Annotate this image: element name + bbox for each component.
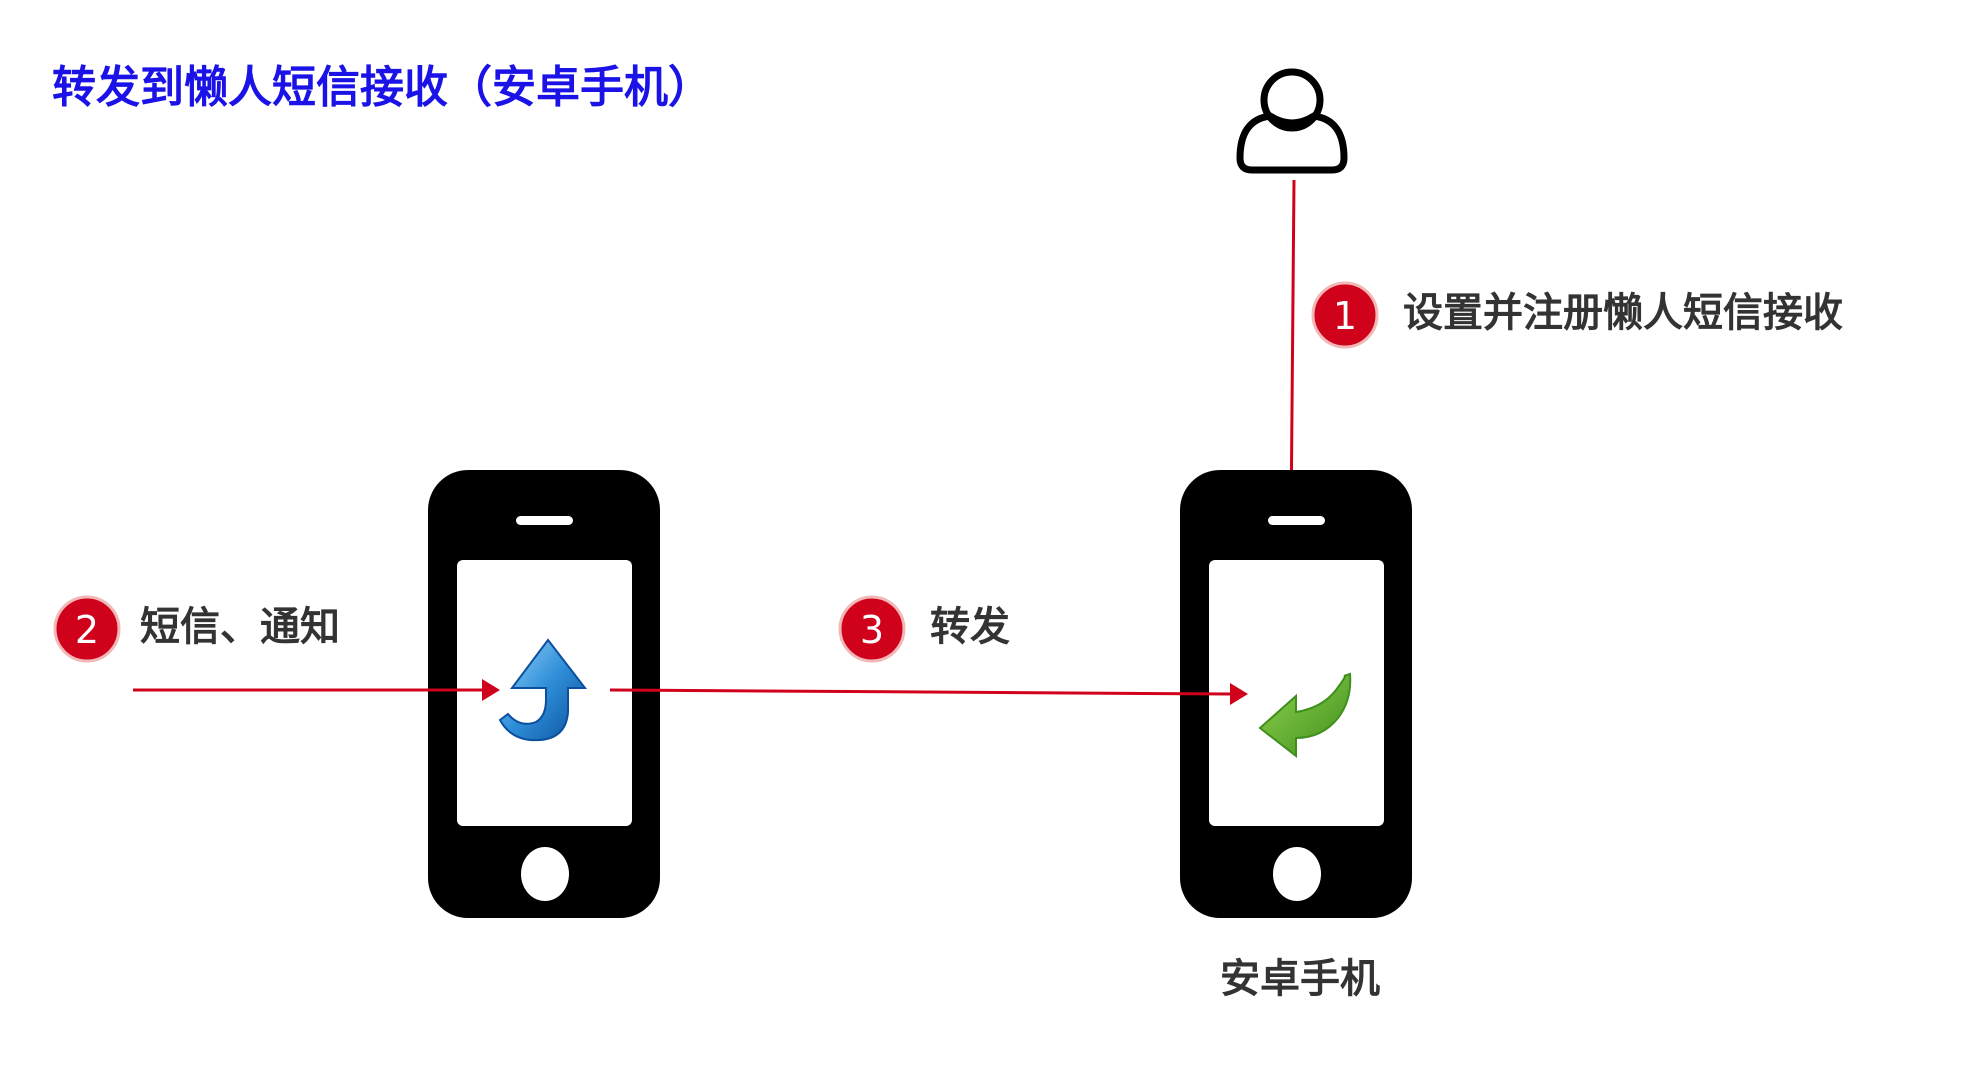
arrow-forward-to-target [609, 683, 1248, 705]
diagram-title: 转发到懒人短信接收（安卓手机） [52, 62, 712, 113]
step-2-number: 2 [75, 608, 99, 652]
step-1-badge: 1 [1311, 281, 1379, 349]
source-phone-icon [428, 470, 660, 918]
step-3-label: 转发 [930, 604, 1010, 650]
target-phone-icon [1180, 470, 1412, 918]
target-phone-label: 安卓手机 [1220, 956, 1380, 1002]
receive-arrow-icon [1258, 672, 1352, 759]
step-2-badge: 2 [53, 595, 121, 663]
step-3-number: 3 [860, 608, 884, 652]
user-icon [1236, 68, 1348, 174]
forward-arrow-icon [498, 638, 588, 742]
step-1-number: 1 [1333, 294, 1357, 338]
step-2-label: 短信、通知 [140, 604, 340, 650]
arrow-incoming-to-source [133, 679, 500, 701]
step-3-badge: 3 [838, 595, 906, 663]
step-1-label: 设置并注册懒人短信接收 [1403, 290, 1843, 336]
